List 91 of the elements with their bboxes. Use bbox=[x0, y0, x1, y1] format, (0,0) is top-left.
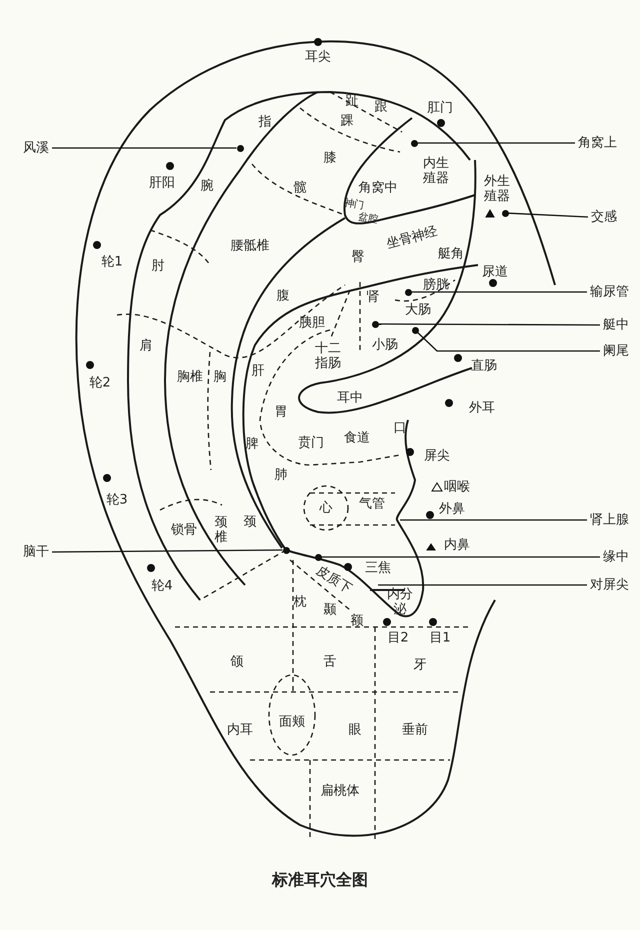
region-label: 外鼻 bbox=[439, 502, 465, 516]
region-label: 贲门 bbox=[298, 436, 324, 450]
region-label: 大肠 bbox=[405, 304, 431, 316]
region-label: 胰胆 bbox=[299, 316, 325, 330]
region-label: 口 bbox=[394, 422, 406, 434]
region-label: 十二指肠 bbox=[314, 342, 342, 372]
leader-line bbox=[378, 584, 587, 586]
region-label: 舌 bbox=[324, 656, 336, 668]
region-label: 耳尖 bbox=[305, 50, 331, 64]
region-label: 指 bbox=[258, 116, 272, 128]
region-label: 艇角 bbox=[438, 248, 464, 260]
region-label: 肝阳 bbox=[149, 176, 175, 190]
point-label: 艇中 bbox=[602, 318, 630, 332]
region-label: 膝 bbox=[324, 152, 336, 164]
region-label: 目1 bbox=[429, 632, 451, 644]
region-label: 颈椎 bbox=[214, 516, 228, 546]
point-label: 风溪 bbox=[22, 142, 50, 154]
region-label: 膀胱 bbox=[423, 278, 449, 292]
region-label: 内分泌 bbox=[386, 588, 414, 618]
region-label: 轮4 bbox=[151, 580, 173, 592]
point-label: 缘中 bbox=[602, 550, 630, 564]
point-label: 肾上腺 bbox=[589, 514, 630, 526]
region-label: 直肠 bbox=[471, 360, 497, 372]
point-label: 脑干 bbox=[22, 546, 50, 558]
region-label: 面颊 bbox=[279, 716, 305, 728]
region-label: 臀 bbox=[352, 250, 364, 264]
region-label: 盆腔 bbox=[357, 212, 379, 226]
region-label: 腕 bbox=[200, 180, 214, 192]
region-label: 坐骨神经 bbox=[385, 225, 439, 251]
region-label: 肾 bbox=[366, 290, 380, 304]
region-label: 趾 bbox=[346, 94, 358, 108]
region-label: 胸 bbox=[214, 370, 226, 384]
leader-line bbox=[412, 291, 587, 293]
leader-line bbox=[400, 519, 587, 521]
region-label: 额 bbox=[350, 614, 364, 628]
leader-line bbox=[418, 142, 575, 144]
leader-line bbox=[417, 332, 600, 352]
region-label: 肺 bbox=[274, 468, 288, 482]
region-label: 肘 bbox=[152, 260, 164, 272]
region-label: 锁骨 bbox=[171, 524, 197, 536]
region-label: 脾 bbox=[246, 438, 258, 450]
region-label: 内生殖器 bbox=[422, 157, 450, 187]
region-label: 外生殖器 bbox=[484, 175, 510, 205]
point-label: 角窝上 bbox=[577, 136, 618, 150]
region-label: 轮2 bbox=[89, 376, 111, 390]
region-label: 枕 bbox=[294, 596, 306, 608]
region-label: 腰骶椎 bbox=[230, 240, 270, 252]
region-label: 轮3 bbox=[106, 494, 128, 506]
region-label: 垂前 bbox=[402, 724, 428, 736]
region-label: 颞 bbox=[324, 604, 336, 616]
region-label: 目2 bbox=[387, 632, 409, 644]
region-label: 三焦 bbox=[365, 562, 391, 574]
leader-line bbox=[378, 323, 600, 326]
region-label: 角窝中 bbox=[358, 182, 398, 194]
region-label: 咽喉 bbox=[444, 480, 470, 494]
leader-line bbox=[322, 556, 600, 558]
region-label: 心 bbox=[320, 502, 332, 514]
region-label: 外耳 bbox=[469, 402, 495, 414]
point-label: 阑尾 bbox=[602, 344, 630, 358]
region-label: 耳中 bbox=[337, 392, 363, 404]
region-label: 内耳 bbox=[227, 724, 253, 736]
region-label: 气管 bbox=[359, 498, 385, 510]
region-label: 跟 bbox=[374, 100, 388, 114]
region-label: 肛门 bbox=[427, 102, 453, 114]
region-label: 肝 bbox=[252, 364, 264, 378]
region-label: 胸椎 bbox=[177, 370, 203, 384]
region-label: 尿道 bbox=[482, 266, 508, 278]
region-label: 食道 bbox=[344, 432, 370, 444]
region-label: 踝 bbox=[340, 114, 354, 128]
region-label: 内鼻 bbox=[444, 538, 470, 552]
region-label: 髋 bbox=[294, 182, 306, 194]
point-label: 对屏尖 bbox=[589, 578, 630, 592]
leader-line bbox=[52, 147, 236, 149]
region-label: 神门 bbox=[343, 198, 365, 212]
point-label: 输尿管 bbox=[589, 286, 630, 298]
region-label: 肩 bbox=[140, 340, 152, 352]
region-label: 颌 bbox=[230, 656, 244, 668]
region-label: 轮1 bbox=[101, 256, 123, 268]
region-label: 屏尖 bbox=[424, 450, 450, 462]
point-label: 交感 bbox=[590, 210, 618, 224]
region-label: 皮质下 bbox=[314, 564, 354, 596]
region-label: 扁桃体 bbox=[320, 784, 360, 798]
region-label: 颈 bbox=[244, 516, 256, 528]
region-label: 眼 bbox=[348, 724, 362, 736]
leader-line bbox=[52, 549, 282, 553]
region-label: 牙 bbox=[414, 658, 426, 672]
title: 标准耳穴全图 bbox=[270, 869, 369, 891]
region-label: 小肠 bbox=[372, 338, 398, 352]
region-label: 胃 bbox=[274, 406, 288, 418]
region-label: 腹 bbox=[276, 290, 290, 302]
leader-line bbox=[508, 212, 588, 218]
